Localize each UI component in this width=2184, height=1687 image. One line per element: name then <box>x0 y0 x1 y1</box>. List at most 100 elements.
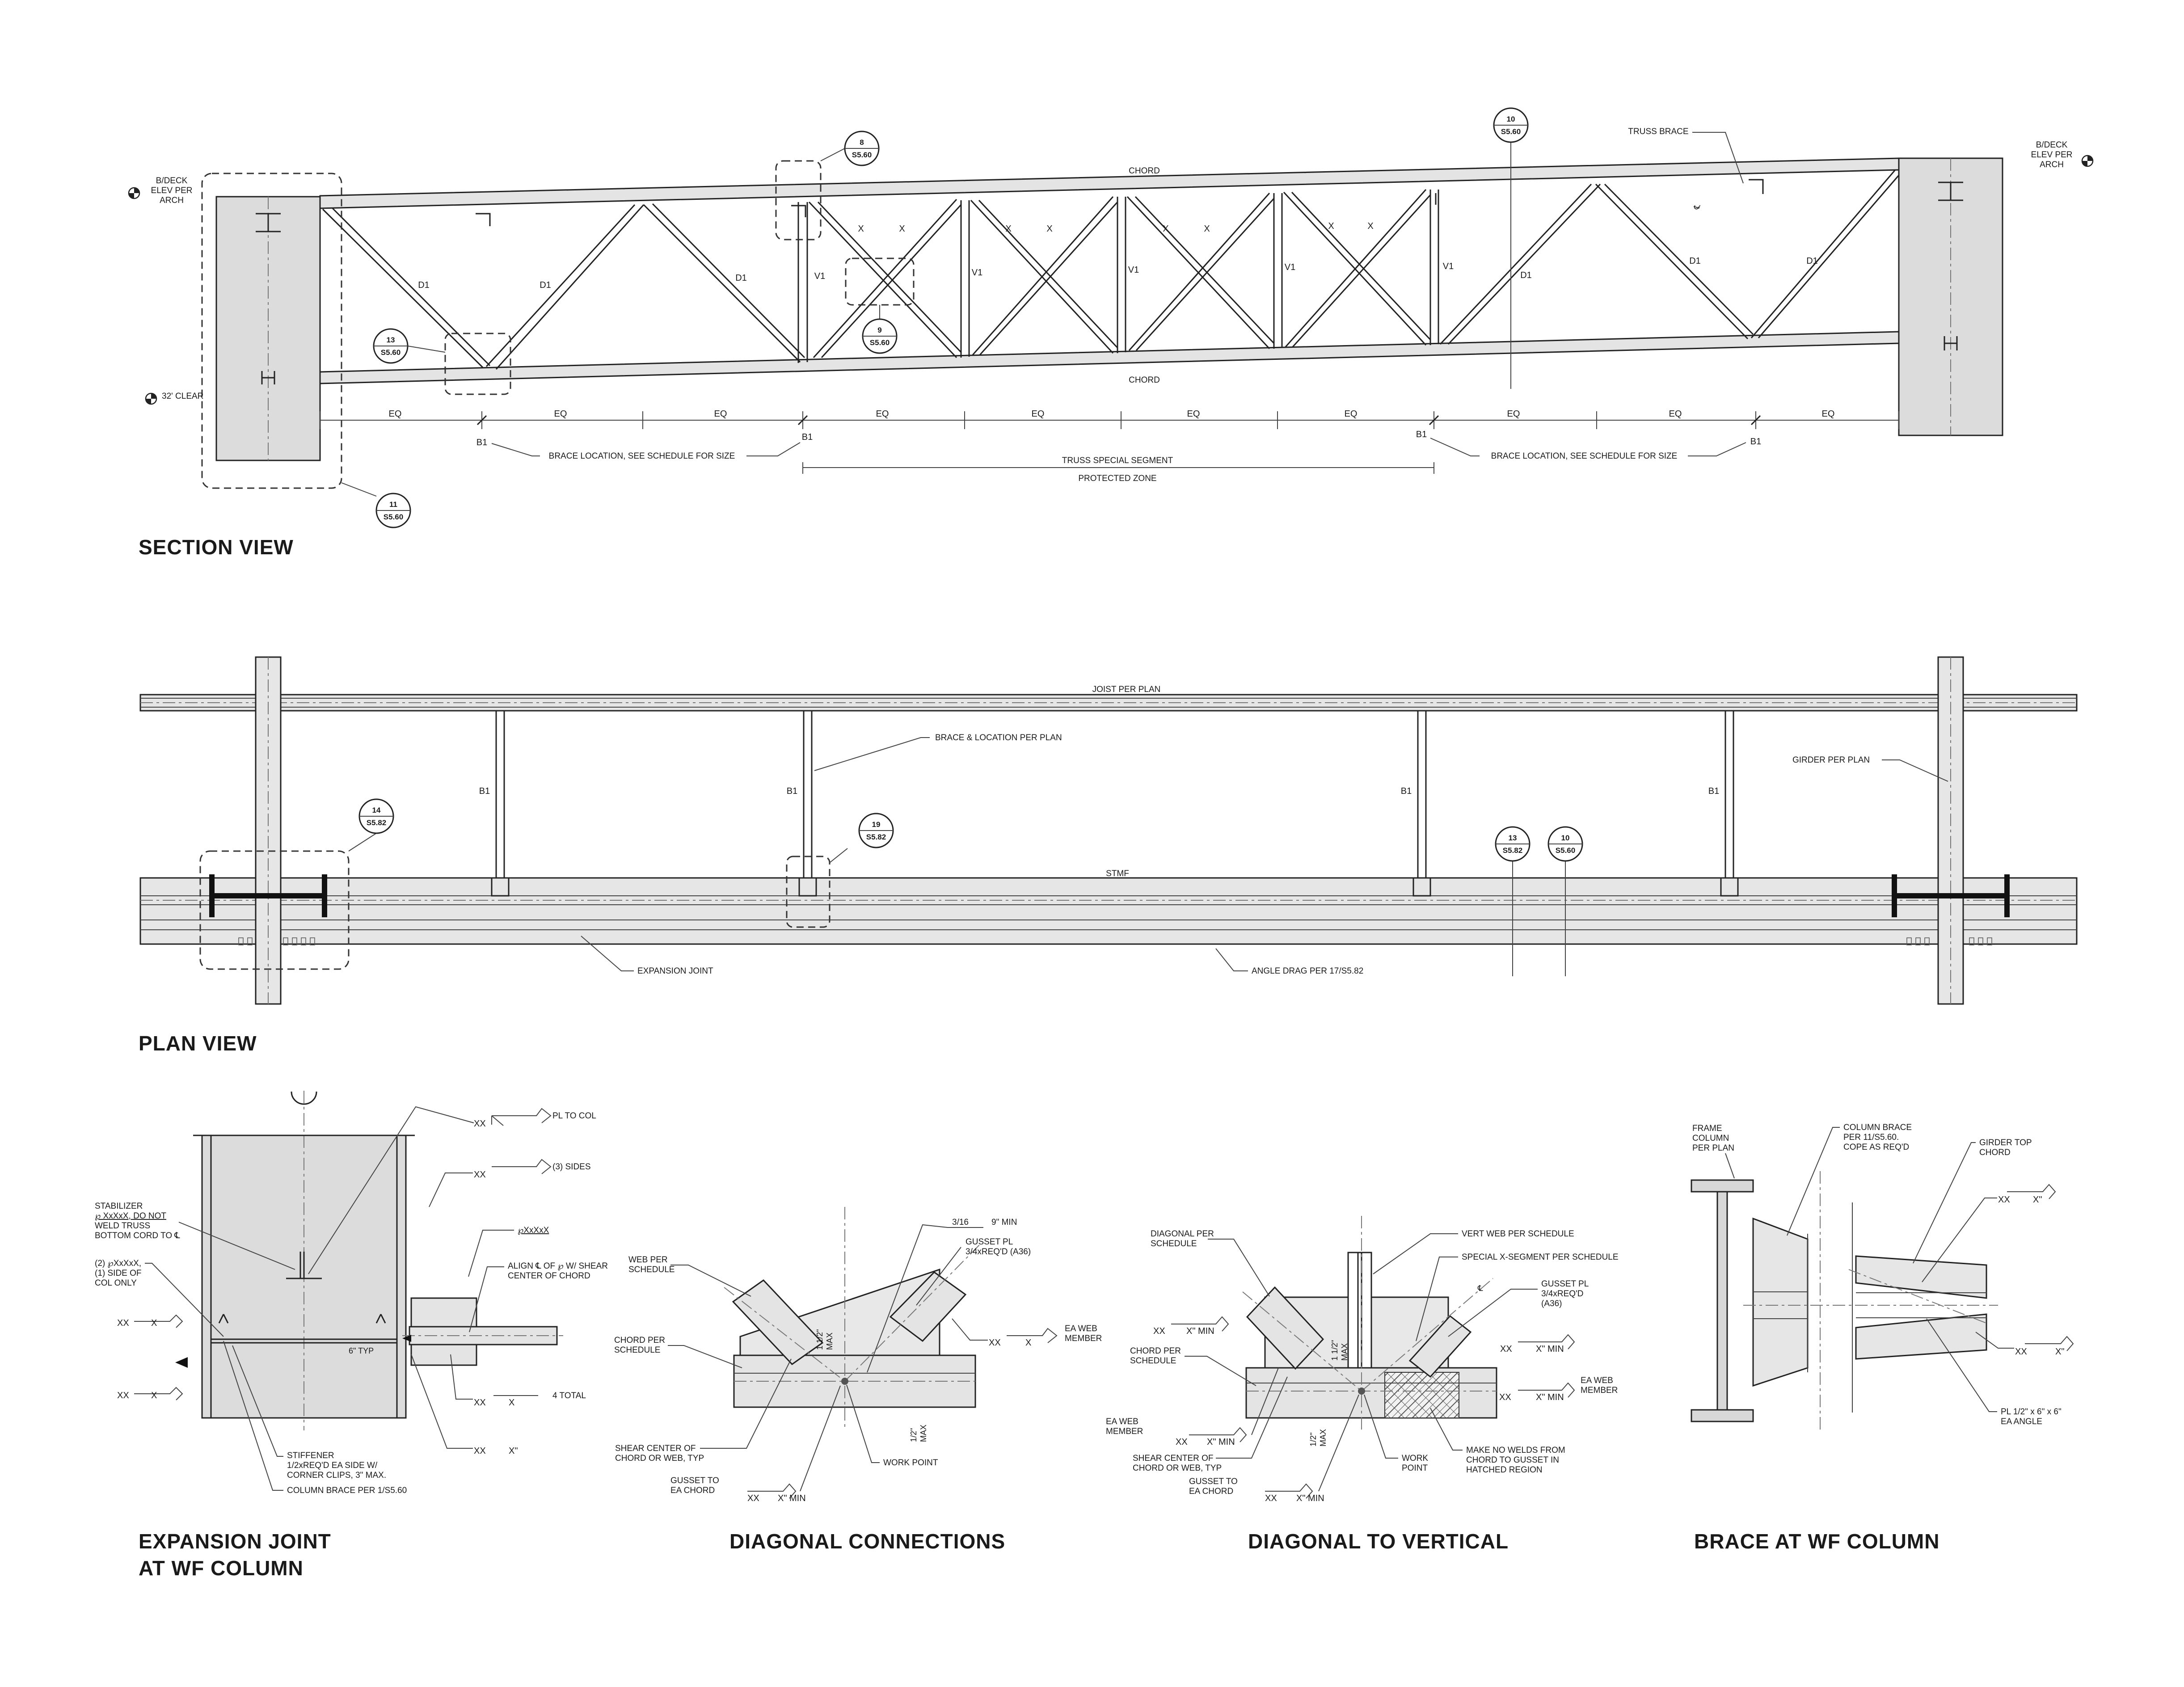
eq-dim: EQ <box>1669 409 1682 419</box>
chord-sched-1: CHORD PER <box>1130 1346 1181 1356</box>
svg-text:19: 19 <box>872 820 881 829</box>
cl-mark-brace: ℄ <box>1692 202 1702 211</box>
expansion-title-1: EXPANSION JOINT <box>139 1530 331 1553</box>
eq-dim: EQ <box>1032 409 1045 419</box>
weld-xx: XX <box>474 1398 486 1408</box>
shear-center-2: CHORD OR WEB, TYP <box>1133 1463 1222 1473</box>
svg-text:S5.82: S5.82 <box>367 818 386 827</box>
stabilizer-line4: BOTTOM CORD TO ℄ <box>95 1231 180 1240</box>
gusset-2: 3/4xREQ'D (A36) <box>966 1247 1031 1257</box>
svg-text:S5.60: S5.60 <box>870 338 890 347</box>
callout-bubble-10-plan[interactable]: 10 S5.60 <box>1547 826 1583 976</box>
detail-expansion-joint: XX PL TO COL XX (3) SIDES ℘XxXxX ALIGN ℄… <box>95 1091 608 1580</box>
expansion-title-2: AT WF COLUMN <box>139 1556 304 1580</box>
weld-xx: XX <box>117 1391 129 1400</box>
brace-location-label: BRACE & LOCATION PER PLAN <box>935 733 1062 742</box>
stabilizer-line2: ℘ XxXxX, DO NOT <box>95 1211 166 1221</box>
weld-xx: XX <box>747 1493 759 1503</box>
eq-dim: EQ <box>389 409 402 419</box>
weld-xx: XX <box>1500 1344 1512 1354</box>
svg-text:S5.60: S5.60 <box>1556 846 1575 855</box>
diagonal-member-left <box>1246 1286 1324 1370</box>
callout-bubble-9[interactable]: 9 S5.60 <box>862 305 898 354</box>
callout-bubble-11[interactable]: 11 S5.60 <box>341 482 411 528</box>
special-x: SPECIAL X-SEGMENT PER SCHEDULE <box>1462 1253 1619 1262</box>
joist-label: JOIST PER PLAN <box>1092 685 1161 694</box>
b1-mark: B1 <box>1750 437 1761 447</box>
callout-bubble-10[interactable]: 10 S5.60 <box>1493 107 1529 389</box>
truss-special-segment: TRUSS SPECIAL SEGMENT <box>1062 456 1173 465</box>
frame-col-3: PER PLAN <box>1692 1143 1734 1153</box>
plan-view: JOIST PER PLAN STMF BRACE & LOCATION PER… <box>139 656 2078 1055</box>
weld-xx: XX <box>117 1318 129 1328</box>
stiffener-line1: STIFFENER <box>287 1451 334 1460</box>
clear-height: 32' CLEAR <box>162 392 203 401</box>
callout-bubble-19[interactable]: 19 S5.82 <box>829 813 894 863</box>
bdeck-left-line3: ARCH <box>160 196 184 205</box>
weld-xq: X" <box>2055 1347 2064 1357</box>
vertical-web <box>1347 1252 1372 1369</box>
svg-text:14: 14 <box>372 806 381 814</box>
svg-text:13: 13 <box>1509 834 1517 842</box>
callout-bubble-14[interactable]: 14 S5.82 <box>348 798 394 852</box>
top-chord-label: CHORD <box>1129 166 1160 176</box>
gusset-chord-2: EA CHORD <box>1189 1487 1233 1496</box>
frame-col-1: FRAME <box>1692 1124 1722 1133</box>
plan-braces <box>491 711 1739 897</box>
bdeck-right-line2: ELEV PER <box>2031 150 2073 160</box>
column-brace-note: COLUMN BRACE PER 1/S5.60 <box>287 1486 407 1495</box>
gusset-chord-1: GUSSET TO <box>670 1476 719 1485</box>
svg-text:S5.82: S5.82 <box>1503 846 1522 855</box>
stabilizer-line1: STABILIZER <box>95 1202 143 1211</box>
half-max-2: MAX <box>1340 1343 1349 1361</box>
brace-title: BRACE AT WF COLUMN <box>1694 1530 1939 1553</box>
weld-x: X <box>151 1318 157 1328</box>
half-dim-1: 1/2" <box>909 1428 918 1442</box>
weld-x: X <box>509 1398 514 1408</box>
x-min: X" MIN <box>1296 1493 1324 1503</box>
chord-sched-2: SCHEDULE <box>614 1345 660 1355</box>
eq-dim: EQ <box>714 409 727 419</box>
stabilizer-line3: WELD TRUSS <box>95 1221 150 1231</box>
stmf-band <box>139 877 2078 945</box>
x-mark: X <box>1204 224 1210 234</box>
x-min: X" MIN <box>1536 1392 1564 1402</box>
weld-xx: XX <box>2015 1347 2027 1357</box>
shear-center-1: SHEAR CENTER OF <box>615 1444 696 1453</box>
cl-mark: ℄ <box>1477 1284 1483 1293</box>
column-i-mark-left <box>256 213 281 384</box>
weld-xx: XX <box>1176 1437 1188 1447</box>
x-mark: X <box>899 224 905 234</box>
b1-mark: B1 <box>1416 430 1427 439</box>
truss-webs <box>322 169 1900 370</box>
no-welds-2: CHORD TO GUSSET IN <box>1466 1455 1559 1465</box>
half-dim-1: 1/2" <box>1309 1433 1318 1447</box>
v1-label-4: V1 <box>1285 262 1295 272</box>
x-min: X" MIN <box>1207 1437 1235 1447</box>
ea-web-l-2: MEMBER <box>1106 1427 1143 1436</box>
weld-xx: XX <box>474 1446 486 1456</box>
v1-label-5: V1 <box>1443 261 1454 271</box>
b1-mark-plan: B1 <box>479 786 490 796</box>
pl-side-line2: (1) SIDE OF <box>95 1269 142 1278</box>
col-brace-2: PER 11/S5.60. <box>1843 1133 1899 1142</box>
detail-diagonal-vertical: DIAGONAL PER SCHEDULE VERT WEB PER SCHED… <box>1106 1216 1619 1553</box>
work-point-1: WORK <box>1402 1454 1428 1463</box>
callout-bubble-13[interactable]: 13 S5.60 <box>373 328 446 364</box>
callout-bubble-13-plan[interactable]: 13 S5.82 <box>1495 826 1530 976</box>
half-max-2: MAX <box>825 1333 834 1350</box>
frame-col-2: COLUMN <box>1692 1134 1729 1143</box>
x-mark: X <box>1163 224 1168 234</box>
d1-label-6: D1 <box>1806 256 1818 266</box>
svg-text:S5.82: S5.82 <box>866 833 886 841</box>
bdeck-left-line1: B/DECK <box>156 176 188 186</box>
weld-xx: XX <box>1499 1392 1511 1402</box>
pl-side-line3: COL ONLY <box>95 1278 137 1288</box>
no-welds-3: HATCHED REGION <box>1466 1465 1543 1475</box>
b1-mark-plan: B1 <box>1401 786 1412 796</box>
weld-xx: XX <box>989 1338 1001 1348</box>
weld-xx: XX <box>474 1170 486 1180</box>
d1-label-3: D1 <box>735 273 747 283</box>
six-typ: 6" TYP <box>349 1346 374 1355</box>
callout-bubble-8[interactable]: 8 S5.60 <box>820 131 880 166</box>
